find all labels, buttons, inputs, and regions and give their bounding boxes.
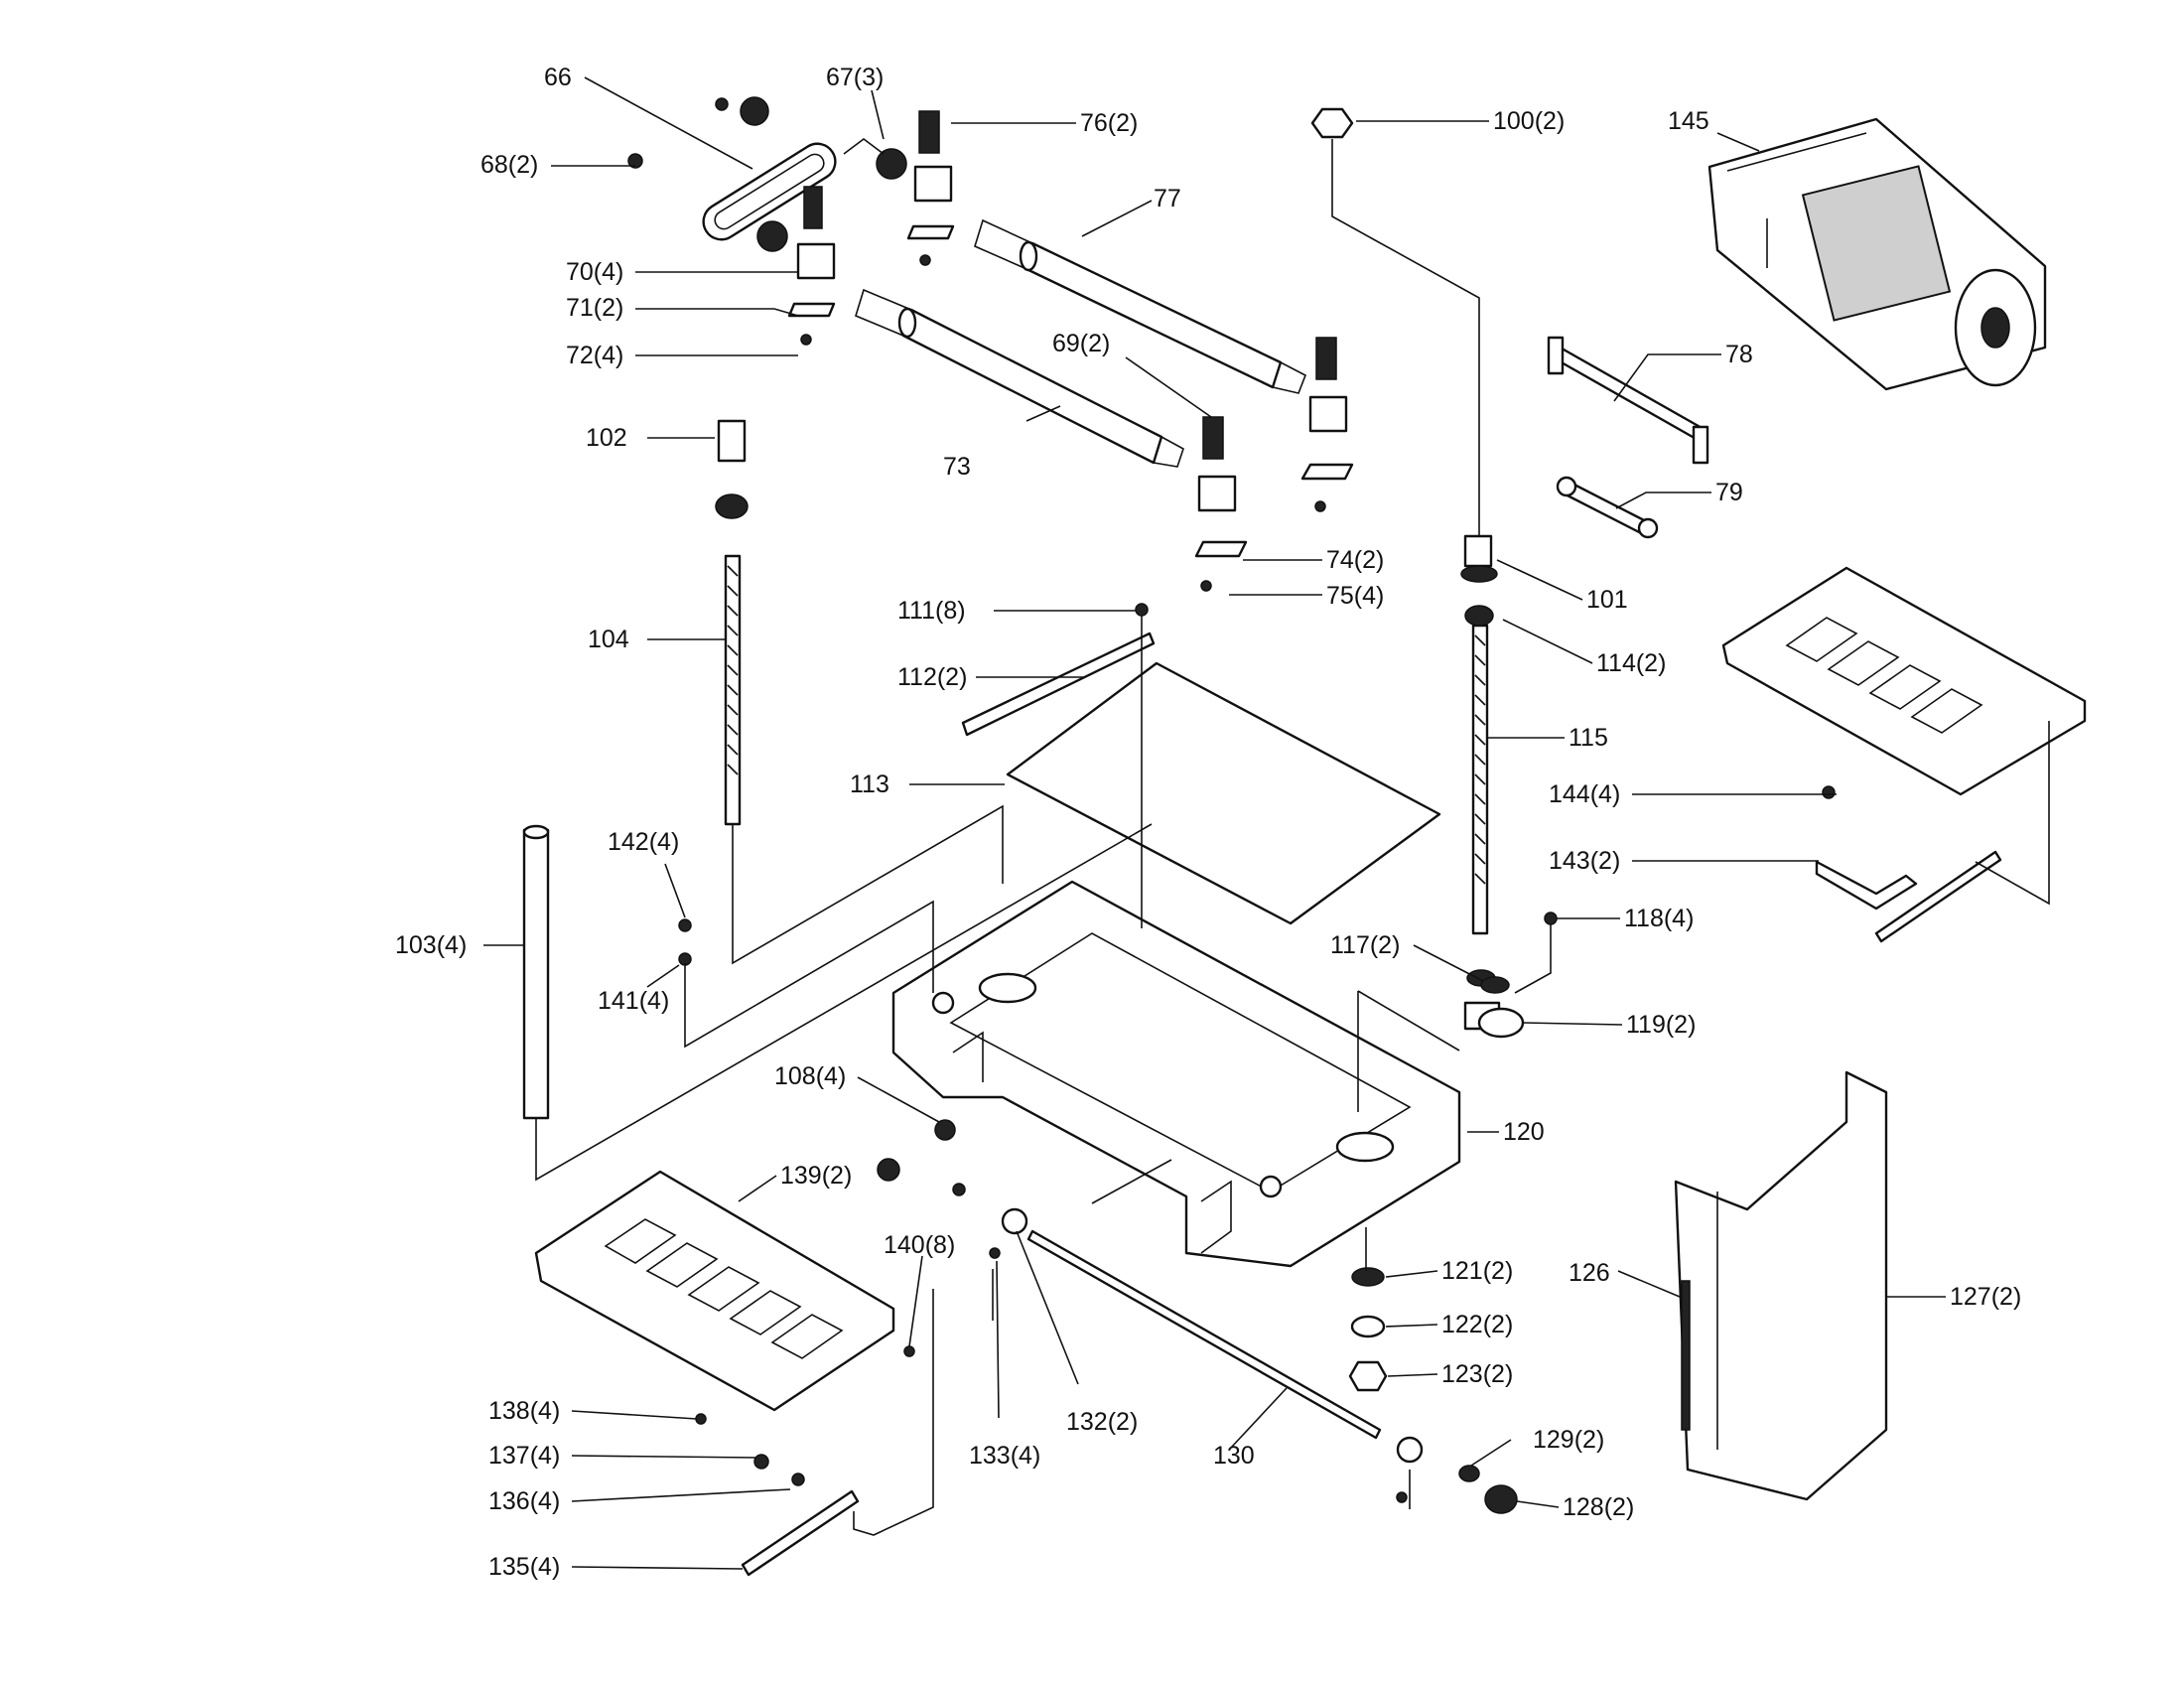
- label-133: 133(4): [969, 1442, 1040, 1470]
- label-101: 101: [1586, 586, 1628, 614]
- part-130-shaft: [989, 1207, 1424, 1503]
- label-66: 66: [544, 64, 572, 91]
- label-121: 121(2): [1441, 1257, 1513, 1285]
- label-67: 67(3): [826, 64, 884, 91]
- part-66-chain-assembly: [627, 96, 907, 252]
- assembly-lines: [535, 616, 2050, 1536]
- label-118: 118(4): [1624, 905, 1694, 932]
- label-123: 123(2): [1441, 1360, 1513, 1388]
- label-75: 75(4): [1326, 582, 1384, 610]
- label-141: 141(4): [598, 987, 669, 1015]
- label-126: 126: [1569, 1259, 1610, 1287]
- part-128-129-knob: [1458, 1465, 1518, 1514]
- part-73-lower-roller: [855, 288, 1184, 468]
- label-143: 143(2): [1549, 847, 1620, 875]
- label-74: 74(2): [1326, 546, 1384, 574]
- part-135-138-bracket: [695, 1158, 966, 1577]
- label-72: 72(4): [566, 342, 623, 369]
- label-128: 128(2): [1563, 1493, 1634, 1521]
- label-71: 71(2): [566, 294, 623, 322]
- label-130: 130: [1213, 1442, 1255, 1470]
- label-114: 114(2): [1596, 649, 1666, 677]
- part-115-right-lead-screw: [1460, 534, 1558, 1031]
- part-141-142-screws: [678, 918, 692, 966]
- label-139: 139(2): [780, 1162, 852, 1190]
- part-79-wrench: [1556, 476, 1659, 539]
- part-labels: 66 67(3) 68(2) 76(2) 77 70(4) 71(2) 72(4…: [395, 64, 2021, 1581]
- label-69: 69(2): [1052, 330, 1110, 357]
- label-129: 129(2): [1533, 1426, 1604, 1454]
- label-127: 127(2): [1950, 1283, 2021, 1311]
- part-126-127-cover: [1674, 1070, 1888, 1501]
- part-104-left-lead-screw: [715, 419, 749, 826]
- part-145-motor: [1707, 117, 2047, 391]
- label-137: 137(4): [488, 1442, 560, 1470]
- label-112: 112(2): [897, 663, 967, 691]
- part-143-144-right-extension: [1721, 566, 2087, 943]
- part-78-bracket: [1547, 336, 1709, 465]
- label-73: 73: [943, 453, 971, 481]
- part-121-123-stack: [1348, 1267, 1388, 1392]
- label-113: 113: [850, 771, 889, 798]
- label-144: 144(4): [1549, 780, 1620, 808]
- part-108-foot: [934, 1119, 956, 1141]
- label-140: 140(8): [884, 1231, 955, 1259]
- label-122: 122(2): [1441, 1311, 1513, 1338]
- label-117: 117(2): [1330, 931, 1400, 959]
- leader-lines: [483, 76, 1946, 1570]
- part-100-nut: [1310, 107, 1480, 536]
- part-69-spring-right: [1194, 337, 1354, 592]
- label-111: 111(8): [897, 597, 966, 625]
- part-76-springs: [906, 110, 955, 266]
- label-70: 70(4): [566, 258, 623, 286]
- label-145: 145: [1668, 107, 1709, 135]
- label-78: 78: [1725, 341, 1753, 368]
- part-70-bearing-block: [787, 186, 836, 346]
- part-140-pin: [903, 1345, 915, 1357]
- label-68: 68(2): [480, 151, 538, 179]
- label-142: 142(4): [608, 828, 679, 856]
- label-138: 138(4): [488, 1397, 560, 1425]
- label-120: 120: [1503, 1118, 1545, 1146]
- label-119: 119(2): [1626, 1011, 1696, 1039]
- label-76: 76(2): [1080, 109, 1138, 137]
- part-113-table-plate: [961, 603, 1441, 925]
- part-120-base: [891, 880, 1461, 1268]
- label-104: 104: [588, 626, 629, 653]
- label-102: 102: [586, 424, 627, 452]
- part-77-upper-roller: [974, 218, 1307, 394]
- part-103-column: [522, 824, 550, 1120]
- label-103: 103(4): [395, 931, 467, 959]
- label-136: 136(4): [488, 1487, 560, 1515]
- label-79: 79: [1715, 479, 1743, 506]
- label-108: 108(4): [774, 1062, 846, 1090]
- label-115: 115: [1569, 724, 1608, 752]
- label-135: 135(4): [488, 1553, 560, 1581]
- label-77: 77: [1154, 185, 1181, 212]
- part-139-table-extension: [534, 1170, 895, 1412]
- label-132: 132(2): [1066, 1408, 1138, 1436]
- label-100: 100(2): [1493, 107, 1565, 135]
